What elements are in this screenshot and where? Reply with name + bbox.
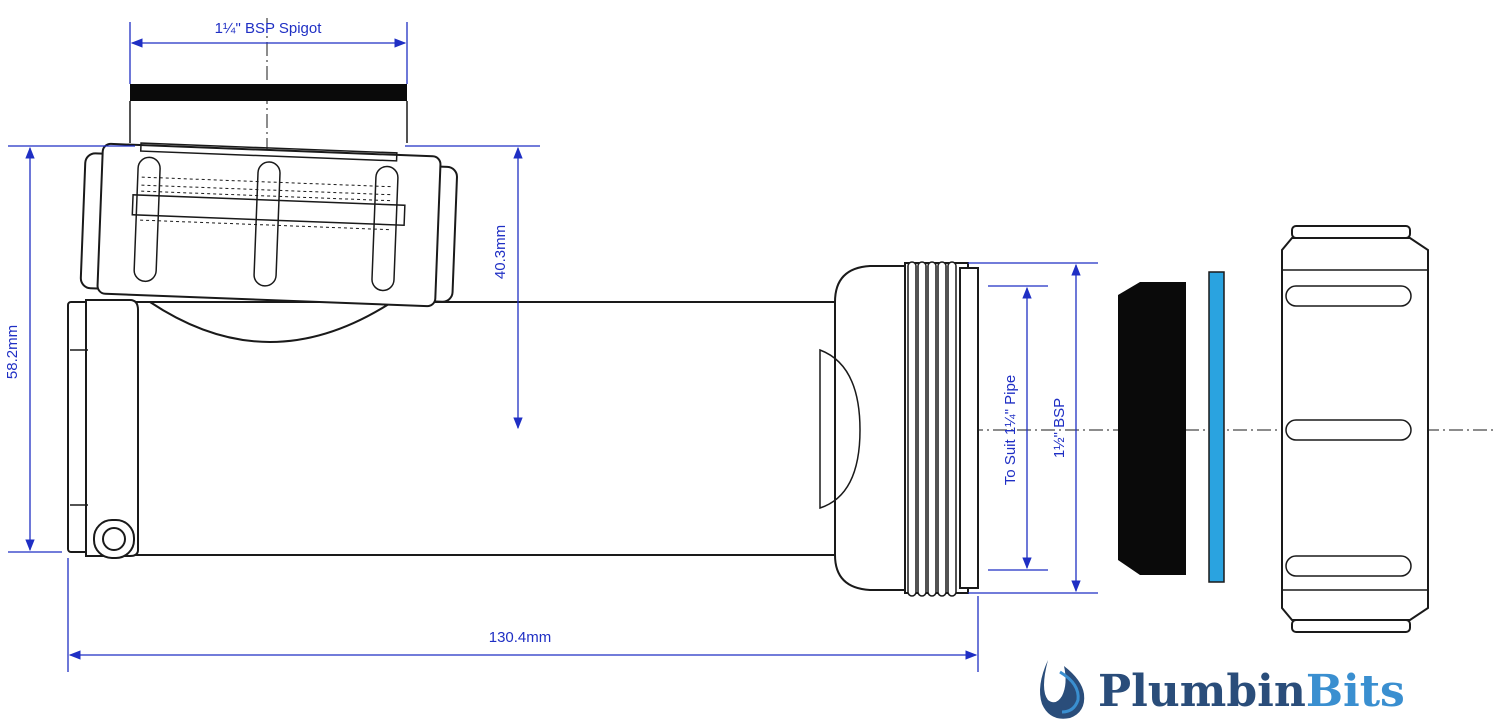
brand-logo: PlumbinBits [1040,660,1405,719]
dimension-outer-height: 58.2mm [4,145,135,553]
top-outlet-nut [79,142,458,308]
compression-seal [1118,282,1186,575]
thread-ridge [907,261,917,597]
thread-ridges [907,261,957,597]
thread-ridge [917,261,927,597]
pipe-size-label: To Suit 1¼" Pipe [1002,375,1019,485]
length-label: 130.4mm [489,629,552,646]
dimension-inner-height: 40.3mm [405,145,540,430]
inner-height-label: 40.3mm [492,225,509,279]
thread-size-label: 1½" BSP [1051,398,1068,458]
water-drop-icon [1040,660,1085,719]
spigot-seal-band [130,84,407,101]
left-end-cap [67,299,139,557]
main-pipe-body [117,301,836,556]
thread-ridge [937,261,947,597]
brand-name-part2: Bits [1306,666,1405,717]
brand-name-part1: Plumbin [1098,666,1306,717]
compression-nut [1281,225,1429,633]
spigot-dimension-label: 1¼" BSP Spigot [215,20,323,37]
dimension-spigot: 1¼" BSP Spigot [129,20,408,84]
outer-height-label: 58.2mm [4,325,21,379]
outlet-dome [146,301,396,344]
thread-ridge [927,261,937,597]
hinge-lug [93,519,135,559]
dimension-pipe-size: To Suit 1¼" Pipe [988,285,1048,571]
dimension-thread-size: 1½" BSP [968,262,1098,594]
svg-text:PlumbinBits: PlumbinBits [1098,666,1405,717]
washer [1208,271,1225,583]
thread-ridge [947,261,957,597]
dimension-length: 130.4mm [67,558,979,672]
